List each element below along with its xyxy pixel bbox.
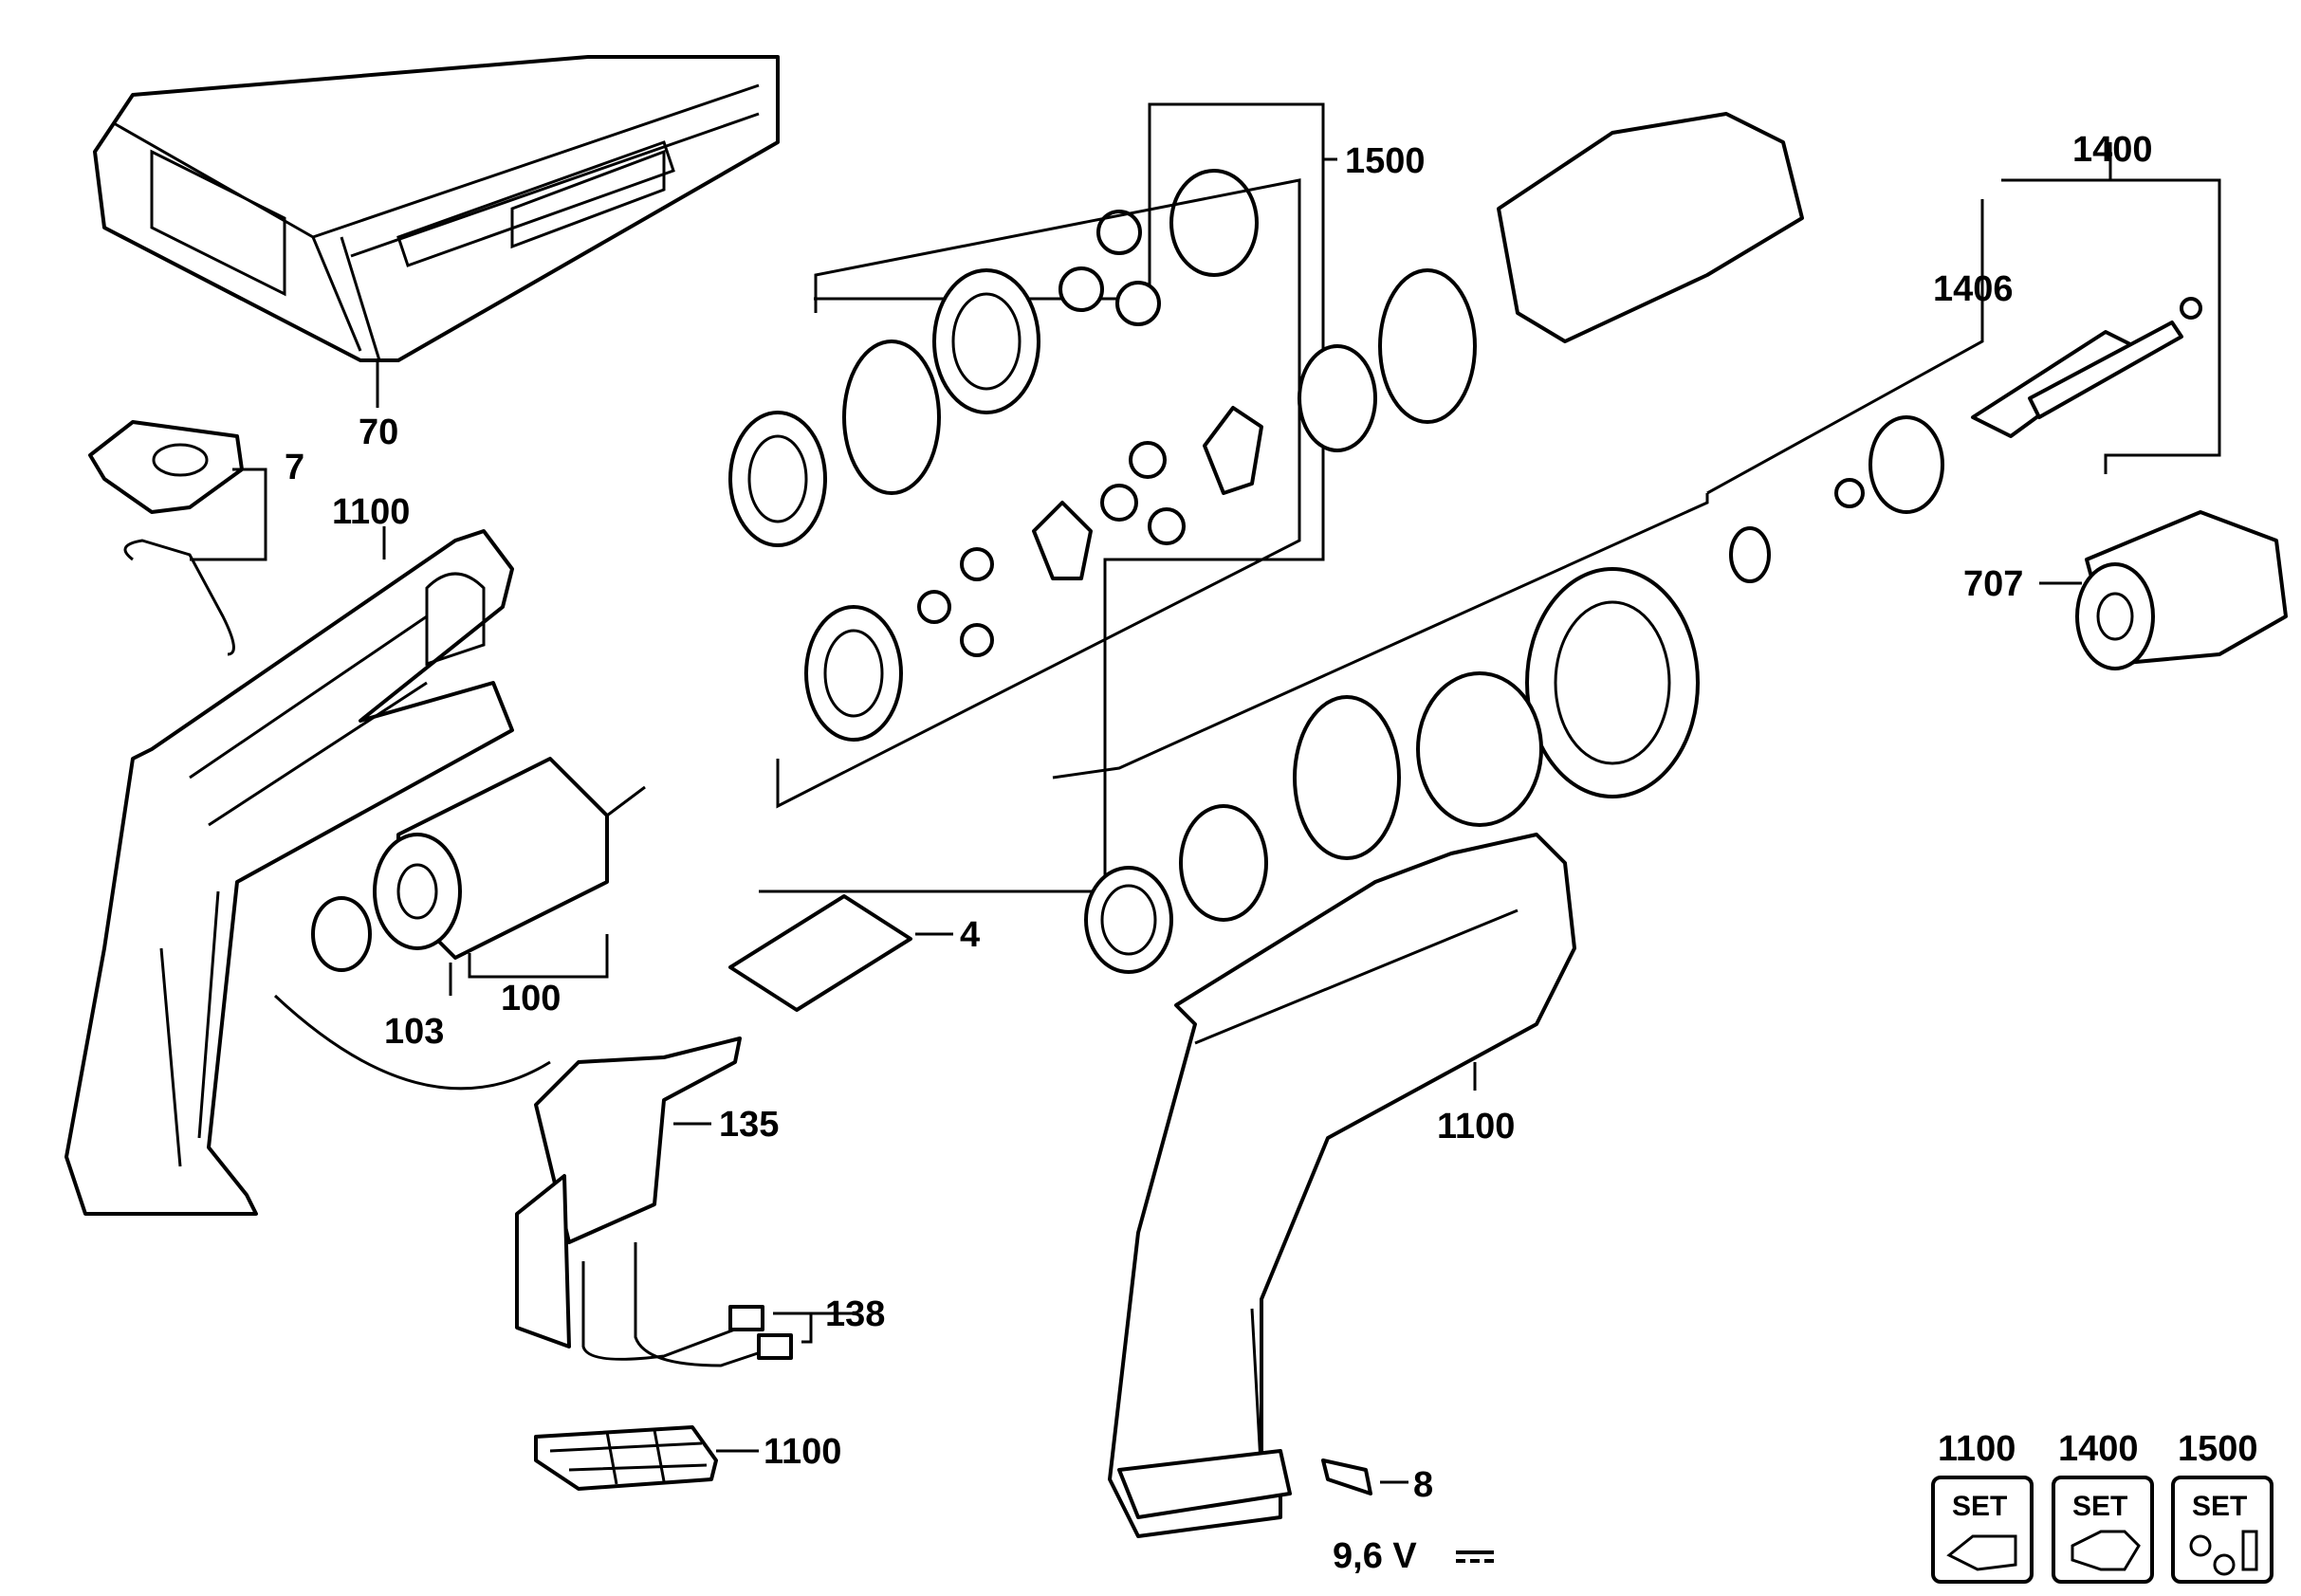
chuck-drawing [2075, 510, 2288, 670]
voltage-label: 9,6 V [1333, 1536, 1417, 1576]
switch-drawing [273, 994, 742, 1348]
label-nameplate: 4 [960, 915, 980, 955]
label-motor: 100 [501, 979, 561, 1018]
label-screw: 8 [1413, 1465, 1433, 1505]
label-cable: 138 [825, 1294, 885, 1334]
battery-contact-drawing [534, 1425, 718, 1491]
nameplate-drawing [728, 894, 912, 1012]
bracket-1500 [759, 102, 1325, 893]
gearbox-parts [728, 169, 1263, 742]
clip-drawing [88, 420, 244, 656]
dc-symbol-icon [1456, 1550, 1494, 1563]
screw-drawing [1321, 1458, 1372, 1495]
label-motor-part: 103 [384, 1012, 444, 1052]
chuck-icon [2071, 1530, 2141, 1571]
housing-icon [1946, 1534, 2017, 1571]
motor-drawing [311, 757, 646, 972]
label-chuck: 707 [1963, 564, 2023, 604]
svg-text:1100: 1100 [1938, 1429, 2016, 1469]
right-housing-drawing [1108, 833, 1576, 1538]
label-case: 70 [359, 413, 398, 452]
label-housing-right: 1100 [1437, 1107, 1515, 1147]
set-badge-1400: 1400 SET [2052, 1429, 2154, 1584]
bracket-1400 [2001, 178, 2221, 474]
label-battery-contact: 1100 [764, 1432, 841, 1472]
label-switch: 135 [719, 1105, 779, 1145]
svg-text:SET: SET [2192, 1491, 2247, 1522]
label-housing-left: 1100 [332, 492, 410, 532]
svg-text:SET: SET [2072, 1491, 2127, 1522]
left-housing-drawing [64, 529, 514, 1216]
label-spindle-set: 1406 [1933, 269, 2014, 309]
svg-text:1400: 1400 [2058, 1429, 2139, 1469]
cable-drawing [581, 1242, 793, 1367]
label-chuck-set: 1400 [2072, 130, 2153, 170]
set-badge-1100: 1100 SET [1931, 1429, 2034, 1584]
gear-icon [2189, 1530, 2258, 1576]
clutch-parts [1084, 112, 1804, 974]
set-badge-1500: 1500 SET [2171, 1429, 2273, 1584]
chuck-set-parts [1729, 297, 2202, 583]
label-gearbox-set: 1500 [1345, 141, 1426, 181]
case-drawing [93, 55, 780, 362]
svg-text:1500: 1500 [2178, 1429, 2258, 1469]
svg-text:SET: SET [1952, 1491, 2007, 1522]
label-clip: 7 [285, 448, 304, 487]
